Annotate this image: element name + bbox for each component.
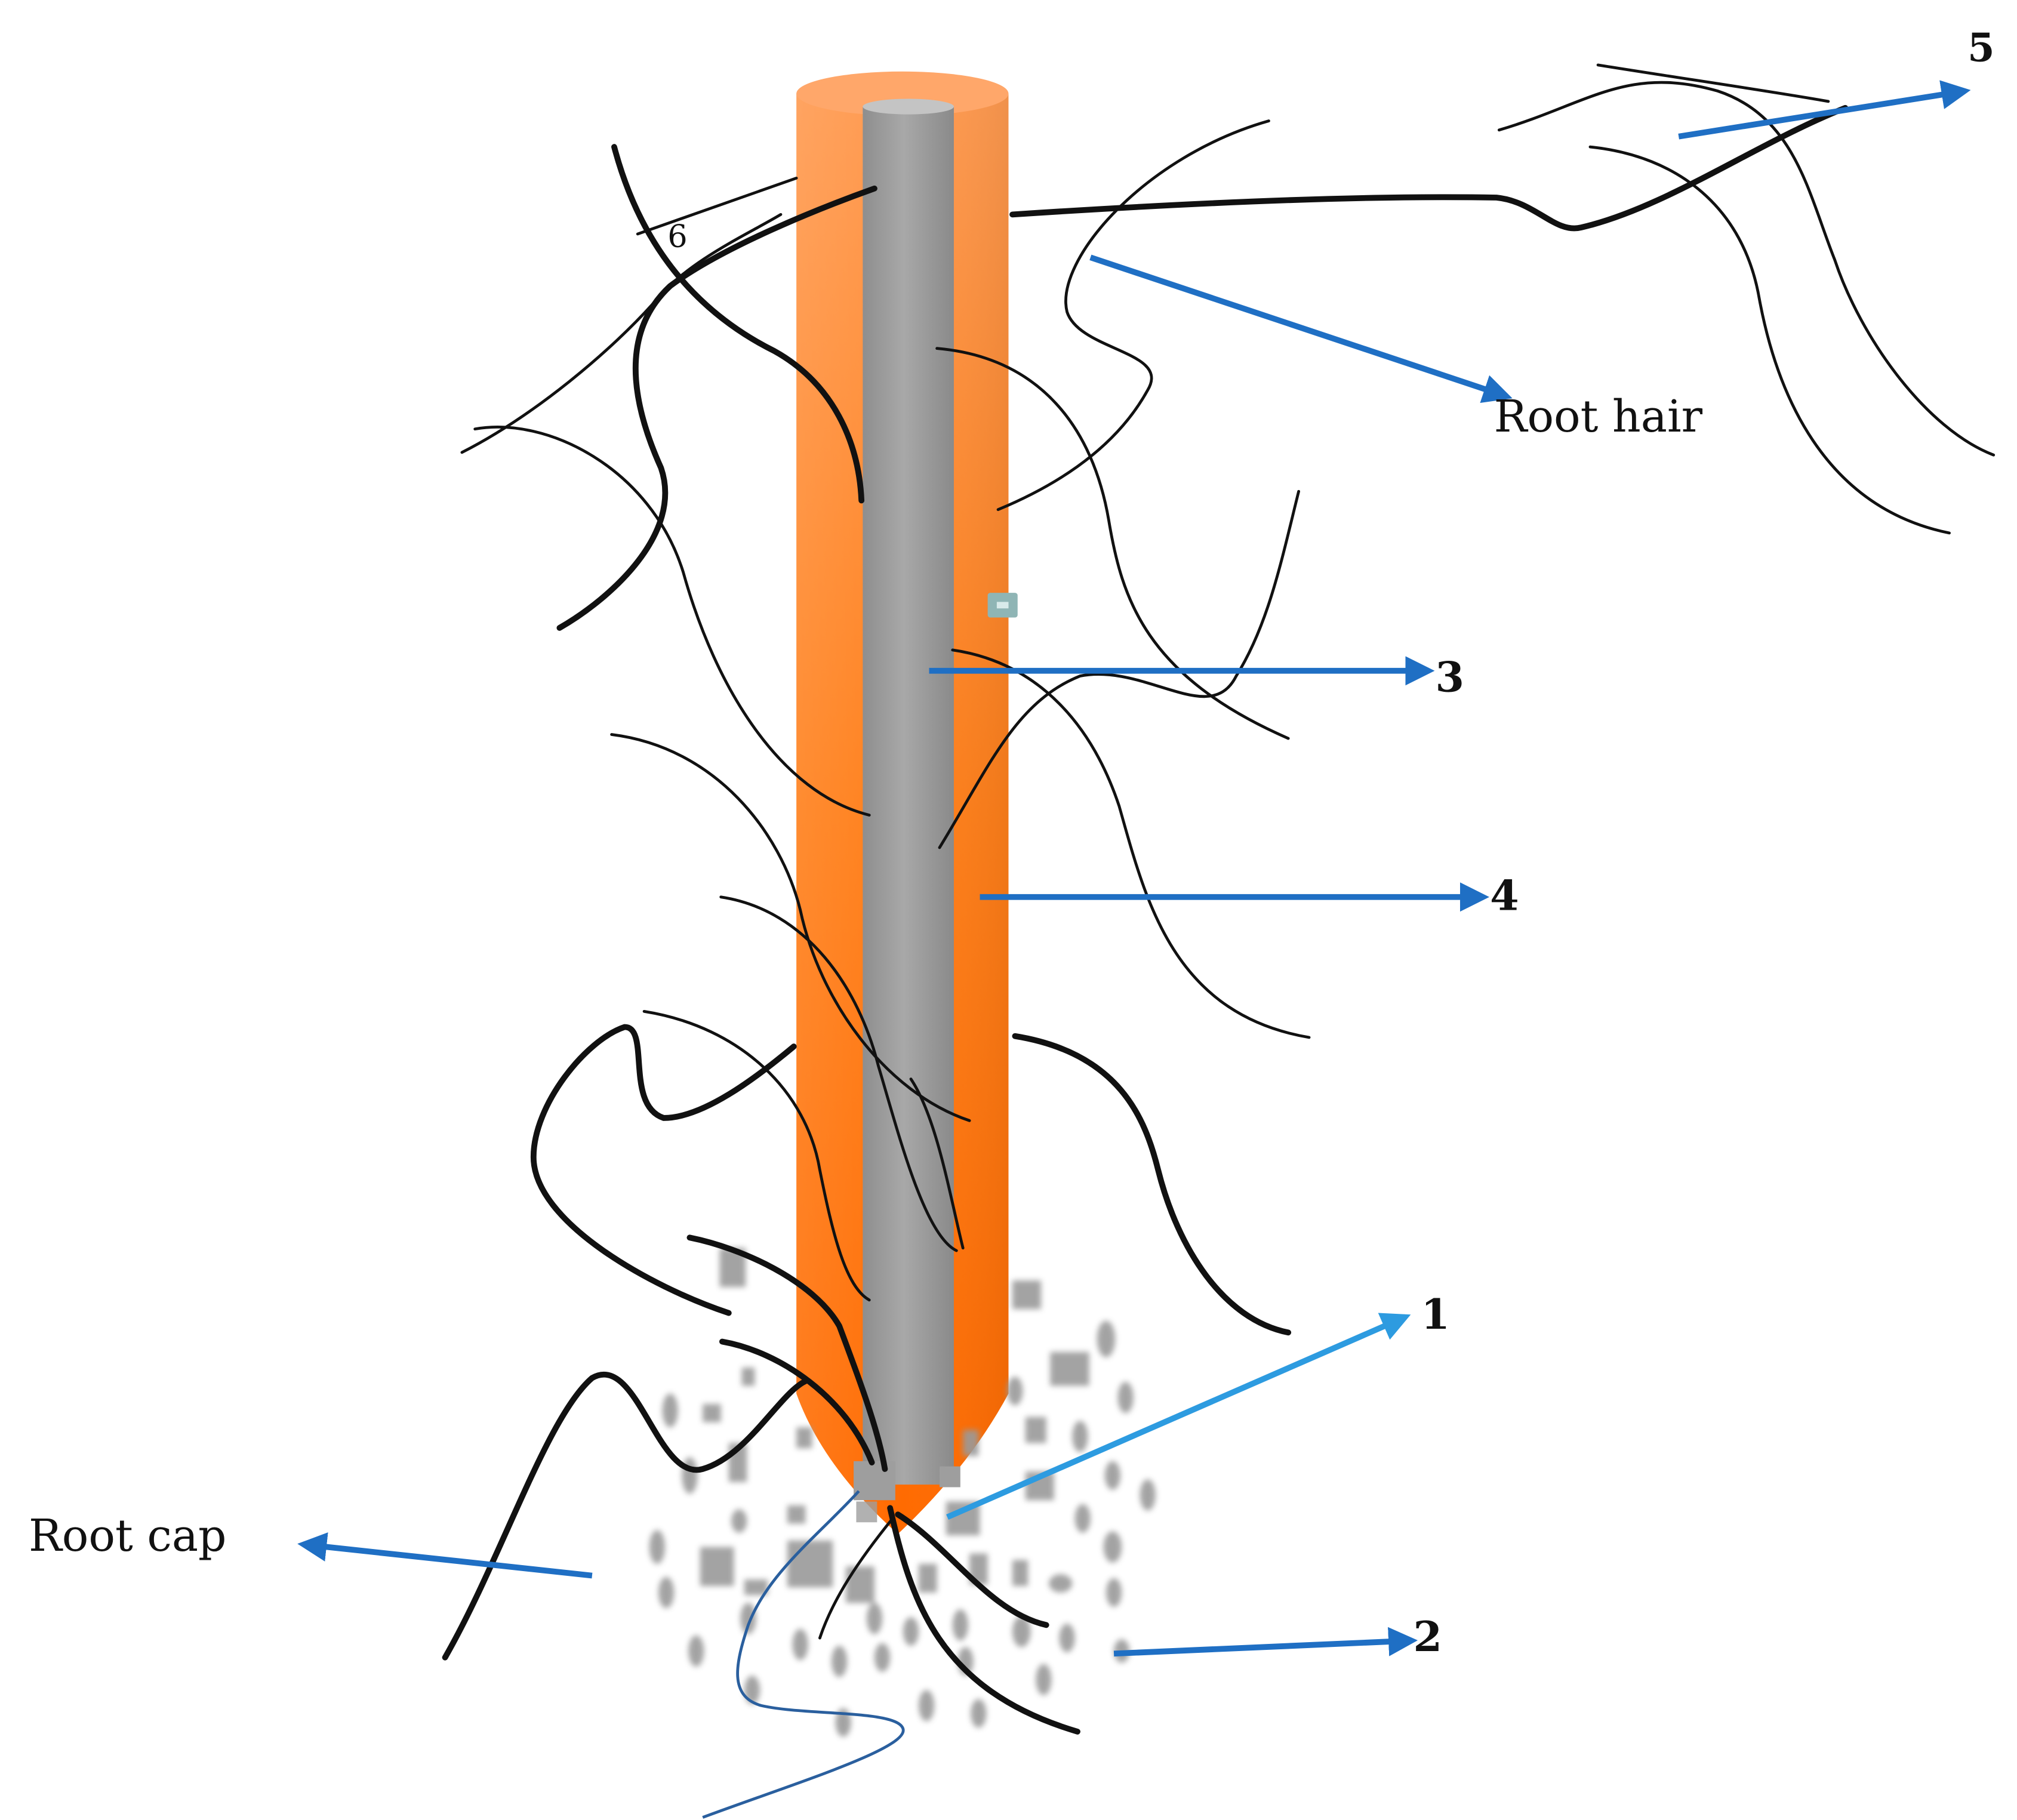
arrow-1 (946, 1313, 1411, 1520)
label-2: 2 (1413, 1613, 1442, 1661)
arrow-root-hair (1089, 254, 1513, 404)
label-root-cap: Root cap (29, 1510, 227, 1562)
label-5: 5 (1967, 25, 1995, 70)
root-cortex-top (796, 71, 1009, 116)
labels: 5 6 Root hair 3 4 1 Root cap 2 (29, 25, 1995, 1661)
root-tip-squares (854, 1461, 960, 1523)
root-stele-top (863, 98, 954, 115)
label-arrows (297, 80, 1971, 1819)
label-3: 3 (1436, 654, 1465, 702)
root-cap-particles (649, 1248, 1156, 1737)
label-1: 1 (1421, 1291, 1451, 1339)
root-body (796, 71, 1018, 1534)
root-stele (863, 106, 954, 1485)
arrow-root-cap (297, 1532, 593, 1579)
arrow-5 (1678, 80, 1971, 140)
root-hairs (442, 63, 1996, 1735)
leader-line-lower (702, 1490, 905, 1819)
label-6: 6 (667, 218, 687, 255)
label-root-hair: Root hair (1494, 391, 1703, 442)
label-4: 4 (1490, 872, 1519, 920)
arrow-2 (1113, 1627, 1418, 1657)
